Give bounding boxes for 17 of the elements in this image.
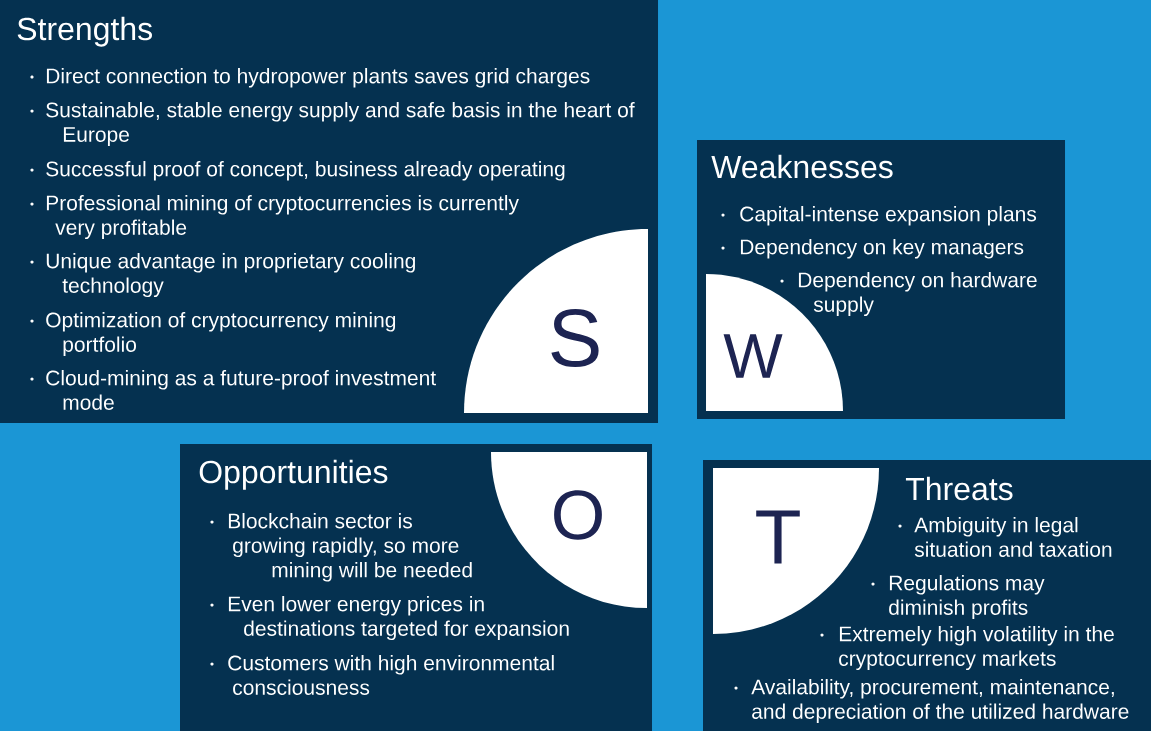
bullet-text: Customers with high environmental consciousness: [228, 655, 554, 695]
bullet-text: Optimization of cryptocurrency mining portfolio: [46, 312, 396, 357]
bullet-text: Sustainable, stable energy supply and safe basis in the heart of Europe: [46, 102, 635, 147]
panel-heading: Opportunities: [199, 459, 388, 490]
panel-heading: Threats: [905, 476, 1013, 501]
bullet-text: Cloud-mining as a future-proof investment mode: [46, 370, 436, 410]
panel-heading: Weaknesses: [711, 154, 893, 179]
bullet-text: Ambiguity in legal situation and taxation: [914, 517, 1112, 557]
bullet-text: Unique advantage in proprietary cooling technology: [46, 253, 415, 298]
bullet-text: Blockchain sector is growing rapidly, so more mining will be needed: [228, 513, 472, 582]
panel-heading: Strengths: [17, 16, 152, 47]
bullet-text: Dependency on key managers: [740, 239, 1024, 259]
bullet-text: Regulations may diminish profits: [889, 575, 1045, 620]
bullet-text: Availability, procurement, maintenance, and depreciation of the utilized hardware: [751, 679, 1129, 724]
bullet-text: Capital-intense expansion plans: [740, 206, 1037, 226]
bullet-text: Direct connection to hydropower plants saves grid charges: [46, 68, 590, 88]
bullet-text: Successful proof of concept, business already operating: [46, 161, 565, 181]
